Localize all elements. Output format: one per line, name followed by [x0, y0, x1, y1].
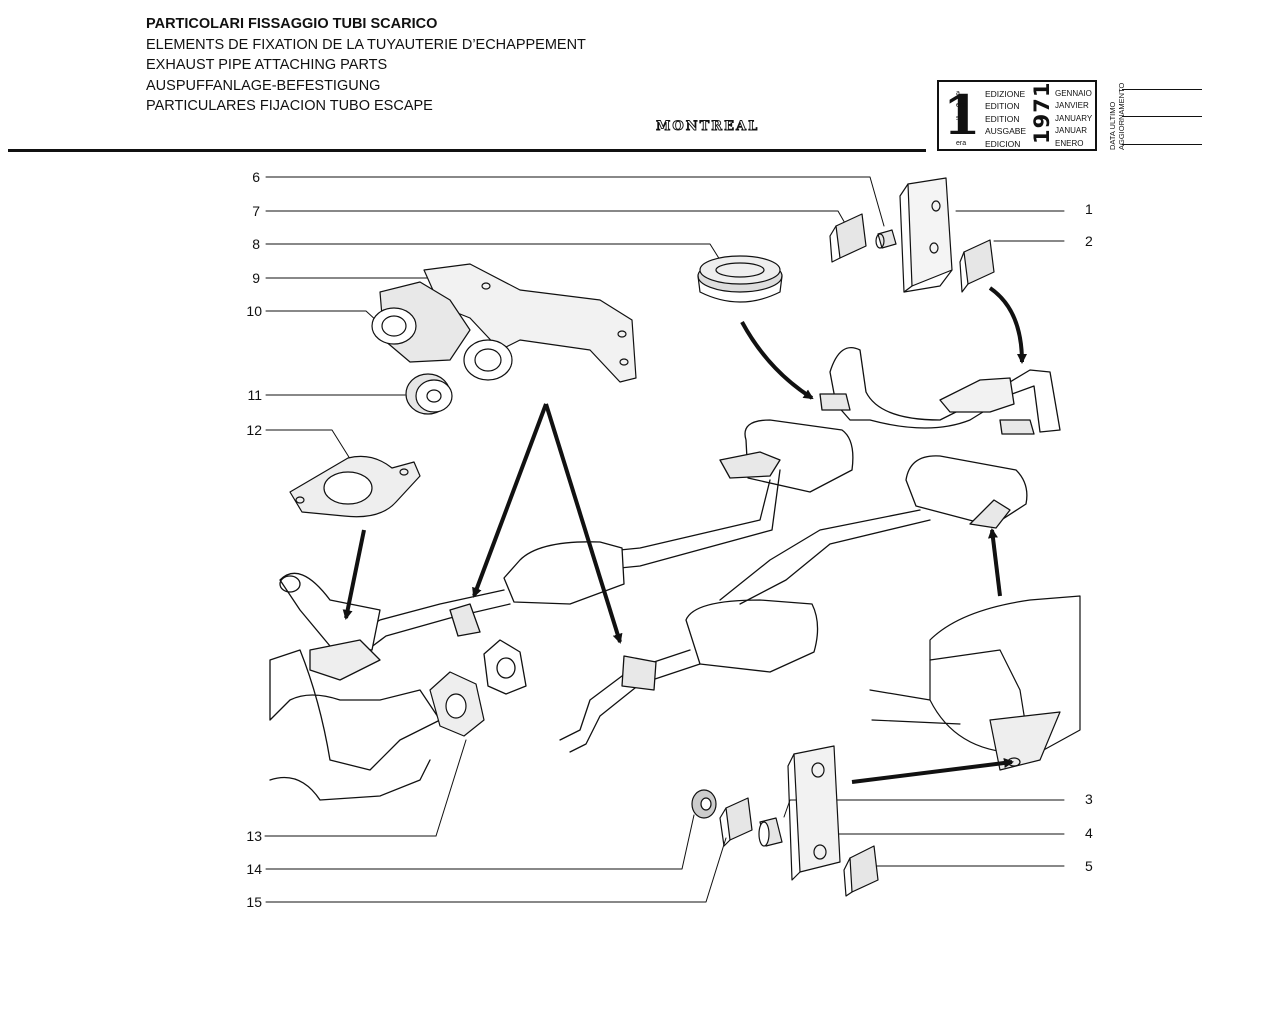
callout-13: 13 [246, 828, 262, 844]
part-5-clip [843, 845, 879, 897]
edition-label-en: EDITION [985, 113, 1020, 124]
callout-14: 14 [246, 861, 262, 877]
callout-11: 11 [247, 387, 262, 403]
part-12-gasket [289, 455, 421, 518]
callout-10: 10 [246, 303, 262, 319]
ordinal-de: . [956, 127, 958, 135]
title-block: PARTICOLARI FISSAGGIO TUBI SCARICO ELEME… [146, 14, 586, 117]
part-6-bush [875, 229, 897, 249]
month-en: JANUARY [1055, 113, 1093, 123]
callout-2: 2 [1085, 233, 1093, 249]
part-15-clip [719, 797, 753, 847]
part-8-grommet [697, 255, 783, 303]
callout-5: 5 [1085, 858, 1093, 874]
part-11-bearing [405, 373, 453, 415]
callout-8: 8 [252, 236, 260, 252]
title-english: EXHAUST PIPE ATTACHING PARTS [146, 57, 388, 73]
update-line [1122, 116, 1202, 117]
ordinal-it: a [956, 90, 960, 97]
leader-lines [264, 176, 1065, 903]
part-7-clip [829, 213, 867, 263]
brand-logo: MONTREAL [656, 119, 760, 135]
part-13-gasket [429, 671, 485, 737]
edition-ordinals: a ere st . era [956, 88, 966, 150]
month-es: ENERO [1055, 138, 1084, 148]
part-1-rubber-mount [899, 177, 953, 293]
ordinal-es: era [956, 139, 967, 147]
title-italian: PARTICOLARI FISSAGGIO TUBI SCARICO [146, 16, 438, 32]
title-french: ELEMENTS DE FIXATION DE LA TUYAUTERIE D’… [146, 36, 586, 53]
edition-label-de: AUSGABE [985, 126, 1027, 137]
header-rule [8, 149, 926, 152]
part-3-bush [758, 817, 783, 847]
update-line [1122, 144, 1202, 145]
exhaust-pipes [269, 346, 1061, 801]
part-4-rubber-mount [787, 745, 841, 881]
title-german: AUSPUFFANLAGE-BEFESTIGUNG [146, 77, 381, 94]
edition-label-es: EDICION [985, 138, 1021, 149]
edition-labels: EDIZIONE EDITION EDITION AUSGABE EDICION [985, 88, 1026, 150]
edition-number: 1 [943, 83, 981, 147]
callout-6: 6 [252, 169, 260, 185]
edition-box: 1 a ere st . era EDIZIONE EDITION EDITIO… [937, 80, 1097, 151]
callout-15: 15 [246, 894, 262, 910]
ordinal-en: st [956, 114, 962, 122]
edition-label-fr: EDITION [985, 101, 1020, 112]
ordinal-fr: ere [956, 102, 967, 110]
month-de: JANUAR [1055, 126, 1088, 136]
title-spanish: PARTICULARES FIJACION TUBO ESCAPE [146, 98, 433, 114]
assembly-arrows [342, 286, 1027, 784]
callout-1: 1 [1085, 201, 1093, 217]
update-line [1122, 89, 1202, 90]
inset-muffler-detail [869, 595, 1081, 771]
callout-12: 12 [246, 422, 262, 438]
month-it: GENNAIO [1055, 89, 1092, 98]
callout-4: 4 [1085, 825, 1093, 841]
part-2-clip [959, 239, 995, 293]
part-14-washer [691, 789, 717, 819]
callout-9: 9 [252, 270, 260, 286]
edition-label-it: EDIZIONE [985, 89, 1026, 99]
callout-3: 3 [1085, 791, 1093, 807]
month-fr: JANVIER [1055, 101, 1089, 111]
part-10-bracket [371, 263, 637, 383]
callout-7: 7 [252, 203, 260, 219]
edition-months: GENNAIO JANVIER JANUARY JANUAR ENERO [1055, 88, 1092, 150]
